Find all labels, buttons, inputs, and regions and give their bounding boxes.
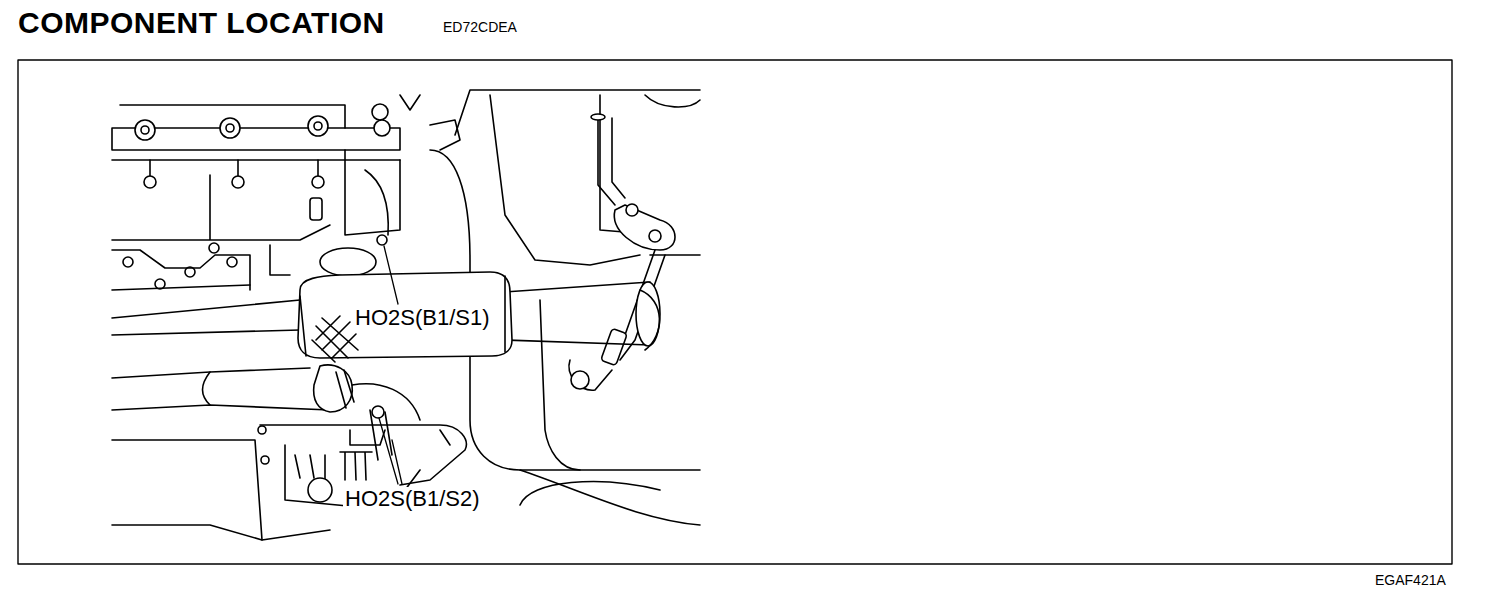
figure-code: EGAF421A (1375, 573, 1446, 587)
engine-block (112, 95, 460, 290)
transaxle (112, 406, 466, 540)
exhaust-hanger (569, 114, 700, 390)
frame (18, 60, 1452, 564)
exhaust-system (112, 248, 660, 420)
page-title: COMPONENT LOCATION (18, 8, 385, 38)
section-code: ED72CDEA (443, 20, 517, 34)
leader-line (392, 440, 402, 484)
part-label: HO2S(B1/S1) (353, 306, 492, 330)
leader-line (384, 246, 398, 304)
part-label: HO2S(B1/S2) (343, 487, 482, 511)
